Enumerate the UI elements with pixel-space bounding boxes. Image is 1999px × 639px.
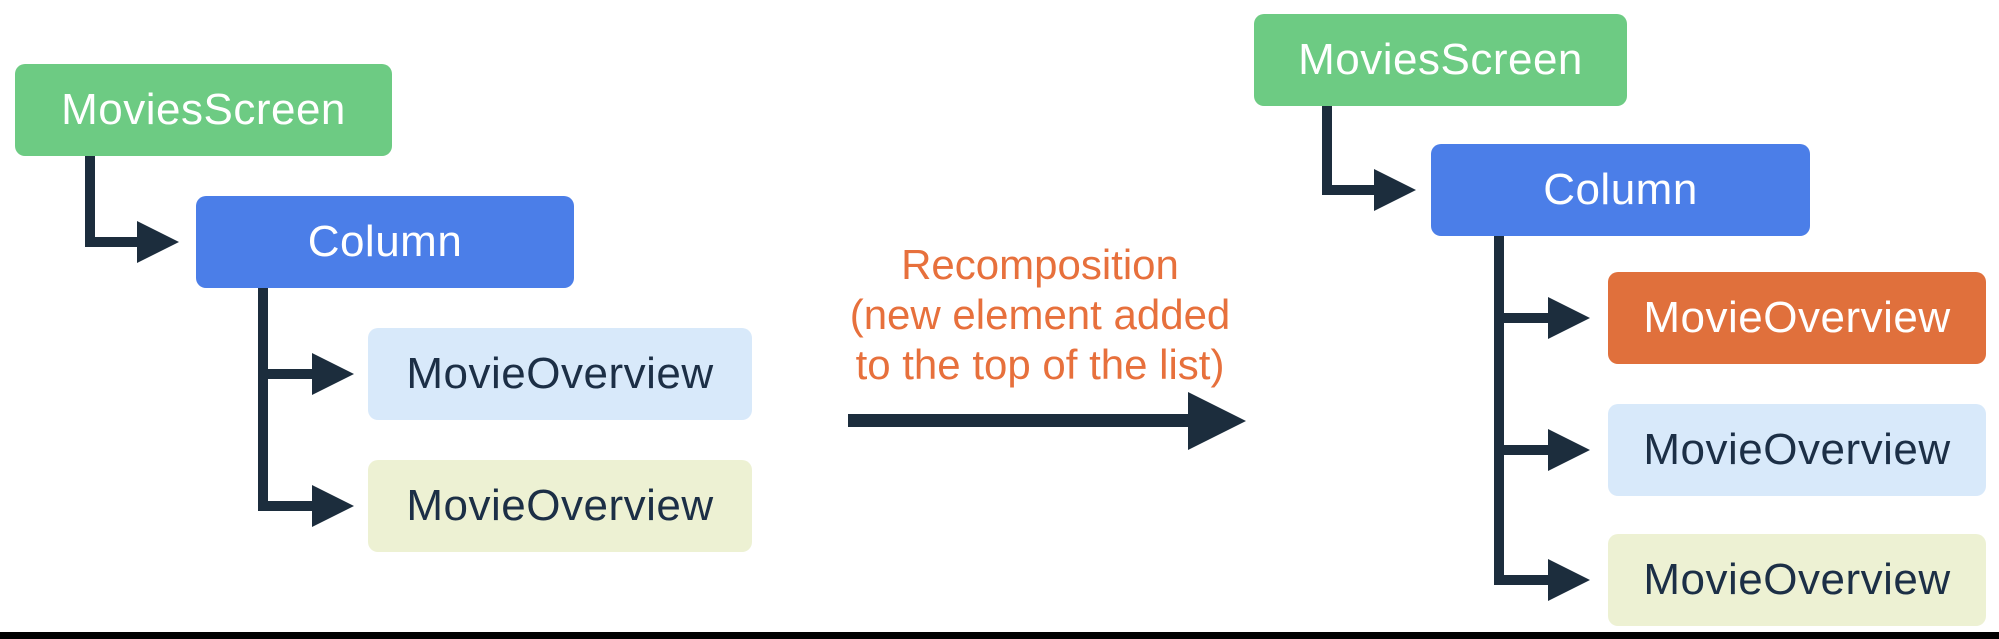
right-node-movieoverview-new: MovieOverview xyxy=(1608,272,1986,364)
left-elbow-connector-1 xyxy=(85,156,95,247)
right-elbow-connector-1 xyxy=(1322,106,1332,195)
right-node-movieoverview-2: MovieOverview xyxy=(1608,534,1986,626)
annotation-line-2: (new element added xyxy=(849,291,1231,338)
recomposition-arrow-shaft xyxy=(848,414,1188,427)
annotation-line-3: to the top of the list) xyxy=(855,341,1225,388)
left-elbow-connector-2-arm xyxy=(258,369,312,379)
right-elbow-connector-2-arm xyxy=(1494,313,1548,323)
left-node-moviesscreen: MoviesScreen xyxy=(15,64,392,156)
right-node-movieoverview-1: MovieOverview xyxy=(1608,404,1986,496)
right-elbow-connector-2 xyxy=(1494,236,1504,585)
right-elbow-connector-4-arm xyxy=(1494,575,1548,585)
left-elbow-connector-3-arm xyxy=(258,501,312,511)
arrowhead-icon xyxy=(312,353,354,395)
right-node-moviesscreen: MoviesScreen xyxy=(1254,14,1627,106)
recomposition-annotation: Recomposition (new element added to the … xyxy=(820,240,1260,390)
annotation-line-1: Recomposition xyxy=(901,241,1179,288)
arrowhead-icon xyxy=(1548,297,1590,339)
arrowhead-icon xyxy=(1374,169,1416,211)
arrowhead-icon xyxy=(1548,429,1590,471)
arrowhead-icon xyxy=(1548,559,1590,601)
bottom-divider xyxy=(0,632,1999,639)
left-elbow-connector-2 xyxy=(258,288,268,511)
right-elbow-connector-3-arm xyxy=(1494,445,1548,455)
left-node-movieoverview-1: MovieOverview xyxy=(368,328,752,420)
left-node-movieoverview-2: MovieOverview xyxy=(368,460,752,552)
right-elbow-connector-1-arm xyxy=(1322,185,1374,195)
left-elbow-connector-1-arm xyxy=(85,237,137,247)
right-node-column: Column xyxy=(1431,144,1810,236)
arrowhead-icon xyxy=(137,221,179,263)
recomposition-arrowhead-icon xyxy=(1188,392,1246,450)
left-node-column: Column xyxy=(196,196,574,288)
arrowhead-icon xyxy=(312,485,354,527)
